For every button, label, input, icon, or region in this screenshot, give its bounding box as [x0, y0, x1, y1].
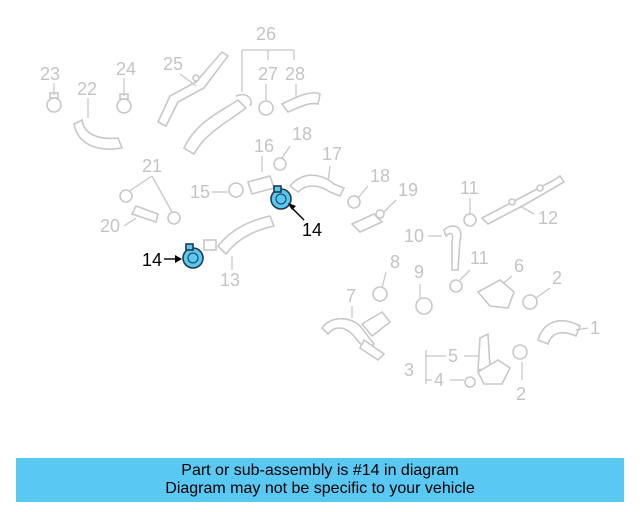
leader-18-upper [281, 145, 291, 159]
label-21: 21 [142, 156, 162, 176]
part-28-hose [280, 91, 321, 113]
leader-18-lower [357, 185, 369, 199]
label-18-upper: 18 [292, 124, 312, 144]
part-24-clamp [116, 93, 132, 114]
label-23: 23 [40, 64, 60, 84]
label-11-upper: 11 [460, 178, 479, 198]
part-16-fitting [246, 175, 276, 195]
part-26-hose [182, 93, 252, 156]
part-19-valve [350, 209, 385, 233]
leader-12 [519, 205, 535, 215]
part-12-pipe [480, 174, 566, 225]
label-8: 8 [390, 252, 400, 272]
label-25: 25 [163, 54, 183, 74]
part-1-hose [537, 319, 582, 346]
leader-25 [179, 73, 197, 87]
part-27-clamp [258, 100, 274, 116]
leader-1 [575, 327, 589, 331]
label-7: 7 [346, 286, 356, 306]
label-19: 19 [398, 180, 418, 200]
leader-26 [241, 49, 295, 92]
part-21-clamp-a [119, 189, 133, 203]
label-2-upper: 2 [552, 268, 562, 288]
label-14-upper: 14 [302, 220, 322, 240]
part-5-pipe [477, 332, 491, 371]
leader-8 [381, 271, 387, 289]
leader-3 [425, 350, 446, 384]
arrowhead-14-lower [175, 255, 182, 263]
banner-line-1: Part or sub-assembly is #14 in diagram [181, 462, 459, 479]
part-10-hose [443, 225, 462, 271]
info-banner: Part or sub-assembly is #14 in diagram D… [16, 458, 624, 502]
part-17-hose [288, 174, 346, 198]
label-11-lower: 11 [470, 248, 489, 268]
part-8-clamp [372, 286, 388, 302]
label-1: 1 [590, 318, 600, 338]
label-27: 27 [258, 64, 278, 84]
arrowhead-14-upper [288, 203, 296, 210]
label-18-lower: 18 [370, 166, 390, 186]
part-11-clamp-lower [449, 279, 463, 293]
label-16: 16 [254, 136, 274, 156]
label-20: 20 [100, 216, 120, 236]
label-10: 10 [404, 226, 424, 246]
label-2-lower: 2 [516, 384, 526, 404]
label-12: 12 [538, 208, 558, 228]
part-2-clamp-lower [512, 344, 528, 360]
part-18-clamp-lower [347, 195, 361, 209]
leader-19 [383, 199, 397, 213]
leader-21 [127, 175, 173, 213]
part-25-pipe [156, 50, 230, 128]
label-28: 28 [285, 64, 305, 84]
part-2-clamp-upper [522, 294, 538, 310]
leader-20 [123, 217, 137, 227]
label-26: 26 [256, 24, 276, 44]
label-14-lower: 14 [142, 250, 162, 270]
part-3-housing [476, 359, 512, 385]
label-24: 24 [116, 59, 136, 79]
part-14-clamp-lower [182, 243, 204, 269]
part-11-clamp-upper [463, 213, 477, 227]
label-22: 22 [77, 79, 97, 99]
part-15-clamp [228, 182, 244, 198]
part-18-clamp-upper [273, 157, 287, 171]
part-9-clamp [415, 297, 433, 315]
part-20-hose [130, 205, 159, 224]
label-13: 13 [220, 270, 240, 290]
part-13-hose [203, 215, 276, 256]
part-6-housing [476, 279, 515, 309]
part-7-hose [320, 310, 392, 362]
part-21-clamp-b [167, 211, 181, 225]
part-14-clamp-upper [270, 185, 292, 210]
label-6: 6 [514, 256, 524, 276]
leader-2-upper [535, 287, 551, 299]
label-9: 9 [414, 262, 424, 282]
banner-line-2: Diagram may not be specific to your vehi… [165, 480, 475, 497]
label-15: 15 [190, 182, 210, 202]
parts-diagram: 23 22 24 25 26 27 28 20 21 15 [40, 24, 600, 404]
part-23-clamp [46, 92, 62, 113]
label-3: 3 [404, 360, 414, 380]
leader-11-lower [459, 269, 471, 281]
label-4: 4 [434, 370, 444, 390]
part-4-oring [464, 376, 476, 388]
part-22-hose [73, 118, 124, 150]
label-17: 17 [322, 144, 342, 164]
label-5: 5 [448, 346, 458, 366]
